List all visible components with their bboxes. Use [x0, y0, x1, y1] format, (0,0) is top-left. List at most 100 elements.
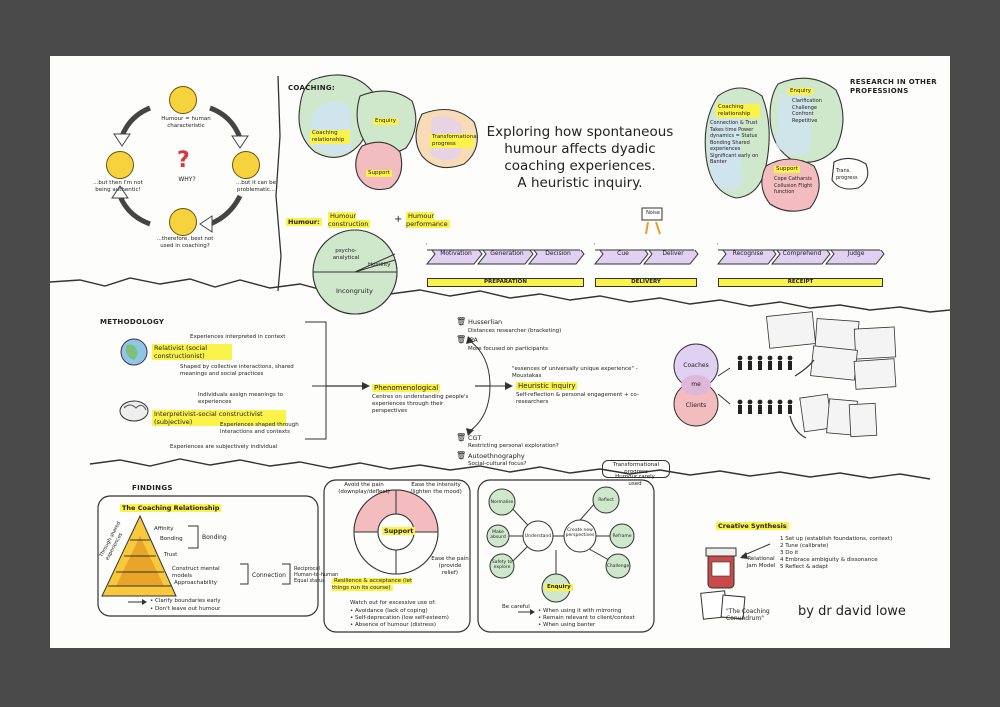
tier-approachability: Approachability — [174, 580, 217, 586]
step-judge: Judge — [847, 250, 865, 257]
exp-shaped: Experiences shaped through interactions … — [220, 422, 299, 435]
coaching-support-label: Support — [366, 170, 392, 177]
question-mark-icon: ? — [177, 148, 190, 173]
be-careful: Be careful — [502, 604, 530, 610]
heuristic-label: Heuristic inquiry — [516, 382, 578, 390]
jam-step-5: 5 Reflect & adapt — [780, 564, 828, 570]
jam-step-3-text: Do it — [785, 550, 799, 556]
cycle-bottom: ...therefore, best not used in coaching? — [156, 236, 214, 249]
resilience-text: Resilience & acceptance (let things run … — [332, 578, 413, 591]
research-progress-label: Trans. progress — [836, 168, 858, 181]
watch-3-text: Absence of humour (distress) — [355, 622, 436, 628]
watch-2-text: Self-deprecation (low self-esteem) — [355, 615, 449, 621]
relativist-label: Relativist (social constructionist) — [152, 344, 232, 360]
jam-model: Relational Jam Model — [746, 556, 776, 569]
step-motivation: Motivation — [440, 250, 472, 257]
creative-synthesis: Creative Synthesis — [716, 522, 789, 530]
bullet-2: • Don't leave out humour — [150, 606, 221, 612]
trash-icon-2: 🗑 — [456, 335, 467, 344]
pie-incongruity-label: Incongruity — [336, 287, 373, 295]
reciprocal: Reciprocal Human-to-human Equal status — [294, 566, 339, 584]
crying-emoji-icon — [232, 151, 260, 179]
careful-1: • When using it with mirroring — [538, 608, 622, 614]
step-deliver: Deliver — [662, 250, 684, 257]
trash-icon-1: 🗑 — [456, 317, 467, 326]
venn-me: me — [691, 381, 701, 388]
jam-steps: 1 Set up (establish foundations, context… — [780, 536, 910, 571]
node-absurd: Make absurd — [490, 530, 506, 540]
support-center: Support — [382, 527, 416, 535]
tier-trust: Trust — [164, 552, 178, 558]
resilience: Resilience & acceptance (let things run … — [332, 578, 422, 592]
decorations — [50, 74, 950, 633]
careful-2-text: Remain relevant to client/context — [543, 615, 635, 621]
trash-icon-4: 🗑 — [456, 451, 467, 460]
jam-step-4-text: Embrace ambiguity & dissonance — [785, 557, 878, 563]
husserlian: Husserlian — [468, 318, 503, 326]
pheno-note: Centres on understanding people's experi… — [372, 394, 469, 414]
tier-affinity: Affinity — [154, 526, 174, 532]
research-support-label: Support — [774, 166, 800, 173]
bullet-1-text: Clarify boundaries early — [155, 598, 221, 604]
node-normalise: Normalise — [490, 500, 514, 505]
careful-1-text: When using it with mirroring — [543, 608, 622, 614]
humour-construction-text: Humour construction — [328, 212, 371, 228]
jam-step-2-text: Tune (calibrate) — [785, 543, 829, 549]
autoethnography: Autoethnography — [468, 452, 525, 460]
step-recognise: Recognise — [732, 250, 764, 257]
bullet-1: • Clarify boundaries early — [150, 598, 221, 604]
humour-performance: Humour performance — [406, 212, 462, 228]
ipa-note: More focused on participants — [468, 346, 549, 352]
author: by dr david lowe — [798, 604, 906, 619]
coaching-progress-label: Transformational progress — [430, 134, 479, 148]
poster-sheet: ? Humour = human characteristic ...but i… — [50, 56, 950, 648]
research-heading: RESEARCH IN OTHER PROFESSIONS — [850, 78, 937, 95]
step-cue: Cue — [617, 250, 629, 257]
jam-step-2: 2 Tune (calibrate) — [780, 543, 829, 549]
node-safety: Safety to explore — [491, 560, 513, 570]
jam-step-4: 4 Embrace ambiguity & dissonance — [780, 557, 878, 563]
avoid-pain: Avoid the pain (downplay/deflect) — [338, 482, 390, 495]
humour-rarely: Humour rarely used — [615, 474, 655, 487]
cycle-right: ...but it can be problematic... — [235, 180, 277, 193]
jam-step-3: 3 Do it — [780, 550, 799, 556]
watch-1: • Avoidance (lack of coping) — [350, 608, 428, 614]
jam-step-1: 1 Set up (establish foundations, context… — [780, 536, 893, 542]
shaped-by: Shaped by collective interactions, share… — [180, 364, 294, 377]
cycle-top: Humour = human characteristic — [161, 116, 211, 129]
relationship-title: The Coaching Relationship — [120, 504, 222, 512]
cgt-note: Restricting personal exploration? — [468, 443, 559, 449]
zipped-mouth-emoji-icon — [169, 208, 197, 236]
ease-intensity: Ease the intensity (lighten the mood) — [410, 482, 462, 495]
venn-clients: Clients — [685, 402, 707, 409]
trans-progress: Transformational progress — [602, 460, 670, 478]
findings-heading: FINDINGS — [132, 484, 173, 492]
watch-out: Watch out for excessive use of: — [350, 600, 436, 606]
phenomenological-label: Phenomenological — [372, 384, 441, 392]
careful-3: • When using banter — [538, 622, 596, 628]
ease-pain: Ease the pain (provide relief) — [431, 556, 469, 576]
research-enquiry-label: Enquiry — [788, 88, 813, 95]
title-line-3: coaching experiences. — [504, 158, 656, 174]
cycle-left: ...but then I'm not being authentic! — [93, 180, 143, 193]
heuristic-note: Self-reflection & personal engagement + … — [516, 392, 639, 405]
humour-construction: Humour construction — [328, 212, 384, 228]
poster-title: Exploring how spontaneous humour affects… — [480, 124, 680, 192]
careful-3-text: When using banter — [543, 622, 596, 628]
ipa: IPA — [468, 336, 478, 344]
thinking-emoji-icon — [106, 151, 134, 179]
step-generation: Generation — [490, 250, 524, 257]
title-line-4: A heuristic inquiry. — [517, 175, 643, 191]
pie-psycho-label: psycho-analytical — [332, 248, 360, 261]
title-line-2: humour affects dyadic — [504, 141, 656, 157]
step-comprehend: Comprehend — [782, 250, 822, 257]
side-bonding: Bonding — [202, 534, 227, 541]
watch-3: • Absence of humour (distress) — [350, 622, 436, 628]
relationship-title-text: The Coaching Relationship — [120, 504, 222, 512]
connection: Connection — [252, 572, 286, 579]
receipt-bar: RECEIPT — [718, 278, 883, 287]
coaching-heading: COACHING: — [288, 84, 336, 92]
venn-coaches: Coaches — [683, 362, 709, 369]
noise-label: Noise — [646, 210, 660, 216]
coaching-conundrum: "The Coaching Conundrum" — [726, 608, 770, 622]
